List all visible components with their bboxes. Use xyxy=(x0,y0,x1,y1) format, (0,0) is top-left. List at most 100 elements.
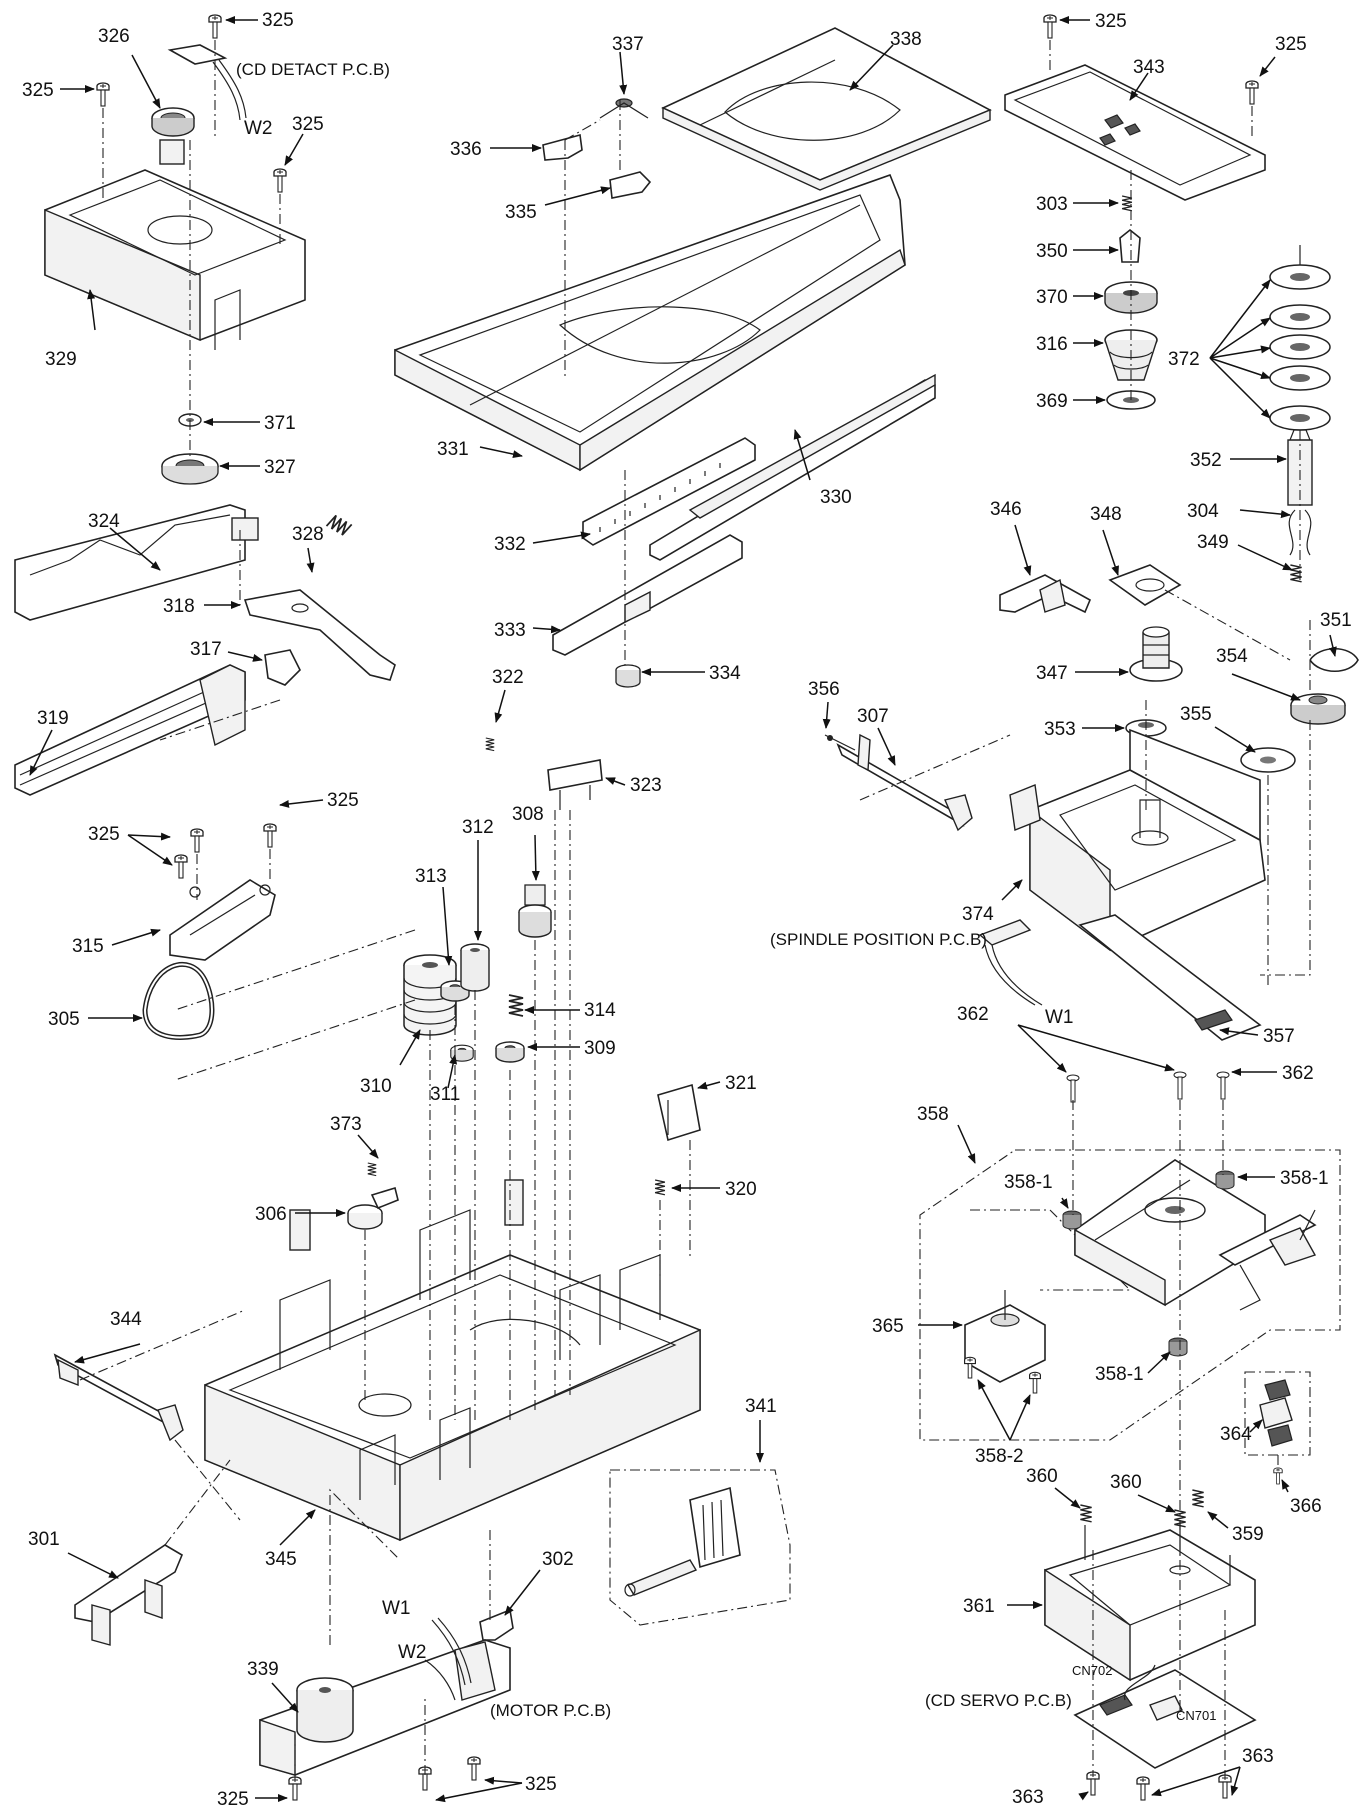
caption-cd-detect-pcb: (CD DETACT P.C.B) xyxy=(236,60,390,79)
clamp-plate-343 xyxy=(1004,64,1266,201)
label-370: 370 xyxy=(1036,287,1068,308)
slider-319 xyxy=(14,664,246,796)
label-309: 309 xyxy=(584,1038,616,1059)
label-313: 313 xyxy=(415,866,447,887)
damper-358-1b xyxy=(1215,1170,1235,1190)
bracket-364 xyxy=(1244,1371,1311,1456)
slide-330 xyxy=(649,373,936,561)
label-358: 358 xyxy=(917,1104,949,1125)
label-325: 325 xyxy=(525,1774,557,1795)
screw-325-top-detect xyxy=(208,14,222,39)
lever-301 xyxy=(74,1544,184,1646)
clip-336 xyxy=(542,133,583,161)
label-355: 355 xyxy=(1180,704,1212,725)
label-360: 360 xyxy=(1026,1466,1058,1487)
label-330: 330 xyxy=(820,487,852,508)
solenoid-341 xyxy=(609,1469,791,1626)
caption-spindle-position-pcb: (SPINDLE POSITION P.C.B) xyxy=(770,930,987,949)
label-327: 327 xyxy=(264,457,296,478)
pulley-327 xyxy=(161,453,219,485)
cam-306 xyxy=(347,1186,399,1230)
label-302: 302 xyxy=(542,1549,574,1570)
label-371: 371 xyxy=(264,413,296,434)
screw-325-motor-a xyxy=(288,1776,302,1801)
screw-366 xyxy=(1273,1467,1283,1485)
label-364: 364 xyxy=(1220,1424,1252,1445)
label-324: 324 xyxy=(88,511,120,532)
lever-346 xyxy=(999,574,1092,614)
cd-servo-pcb xyxy=(1073,1664,1257,1769)
label-312: 312 xyxy=(462,817,494,838)
label-332: 332 xyxy=(494,534,526,555)
shaft-307 xyxy=(836,733,973,832)
label-325: 325 xyxy=(292,114,324,135)
label-362: 362 xyxy=(957,1004,989,1025)
label-358-1: 358-1 xyxy=(1280,1168,1329,1189)
wire-labels: W2 W1 W1 W2 xyxy=(244,118,1074,1663)
label-311: 311 xyxy=(430,1084,460,1105)
label-318: 318 xyxy=(163,596,195,617)
label-317: 317 xyxy=(190,639,222,660)
bracket-321 xyxy=(657,1083,701,1142)
wire-label-w2-motor: W2 xyxy=(398,1642,427,1663)
label-361: 361 xyxy=(963,1596,995,1617)
gear-334 xyxy=(615,664,641,688)
frame-361 xyxy=(1044,1520,1256,1682)
gear-355 xyxy=(1240,747,1296,773)
spindle-frame-374 xyxy=(1009,728,1266,952)
label-346: 346 xyxy=(990,499,1022,520)
gear-309 xyxy=(495,1041,525,1063)
pin-362b xyxy=(1173,1071,1187,1100)
wire-label-w2-detect: W2 xyxy=(244,118,273,139)
pin-362a xyxy=(1066,1074,1080,1103)
gear-stack-310 xyxy=(403,954,457,1036)
label-320: 320 xyxy=(725,1179,757,1200)
clip-335 xyxy=(609,171,652,199)
assembly-lines xyxy=(79,40,1311,1780)
label-325: 325 xyxy=(88,824,120,845)
label-369: 369 xyxy=(1036,391,1068,412)
label-374: 374 xyxy=(962,904,994,925)
top-plate-338 xyxy=(661,27,992,191)
label-341: 341 xyxy=(745,1396,777,1417)
screw-325-plate-b xyxy=(174,854,188,879)
spring-359 xyxy=(1191,1489,1205,1508)
spring-303 xyxy=(1121,195,1133,212)
label-322: 322 xyxy=(492,667,524,688)
label-331: 331 xyxy=(437,439,469,460)
label-329: 329 xyxy=(45,349,77,370)
label-303: 303 xyxy=(1036,194,1068,215)
label-363: 363 xyxy=(1012,1787,1044,1808)
label-373: 373 xyxy=(330,1114,362,1135)
caption-cd-servo-pcb: (CD SERVO P.C.B) xyxy=(925,1691,1072,1710)
spring-322 xyxy=(485,737,495,752)
damper-358-1a xyxy=(1062,1210,1082,1230)
label-305: 305 xyxy=(48,1009,80,1030)
spring-360a xyxy=(1079,1504,1093,1523)
label-372: 372 xyxy=(1168,349,1200,370)
caption-motor-pcb: (MOTOR P.C.B) xyxy=(490,1701,611,1720)
caption-cn701: CN701 xyxy=(1176,1708,1216,1723)
gear-312 xyxy=(460,943,490,992)
label-357: 357 xyxy=(1263,1026,1295,1047)
label-333: 333 xyxy=(494,620,526,641)
label-325: 325 xyxy=(22,80,54,101)
loading-tray-331 xyxy=(394,173,906,472)
motor-365 xyxy=(964,1290,1046,1383)
spring-328 xyxy=(325,513,353,538)
label-360: 360 xyxy=(1110,1472,1142,1493)
label-310: 310 xyxy=(360,1076,392,1097)
ring-351 xyxy=(1309,648,1359,672)
slider-333 xyxy=(552,534,743,656)
label-356: 356 xyxy=(808,679,840,700)
bracket-348 xyxy=(1108,564,1182,606)
leader-lines xyxy=(29,16,1337,1803)
label-325: 325 xyxy=(217,1789,249,1810)
label-339: 339 xyxy=(247,1659,279,1680)
damper-358-1c xyxy=(1168,1337,1188,1357)
spring-304 xyxy=(1288,509,1312,556)
main-chassis-345 xyxy=(204,1179,701,1542)
label-358-1: 358-1 xyxy=(1004,1172,1053,1193)
label-325: 325 xyxy=(327,790,359,811)
